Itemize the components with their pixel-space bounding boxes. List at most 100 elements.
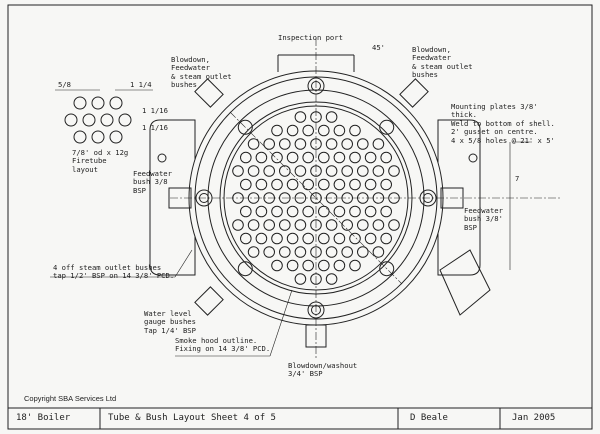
steam-outlet-stub xyxy=(439,249,491,316)
firetube xyxy=(318,151,330,164)
firetube xyxy=(341,165,354,177)
bush-top-left xyxy=(194,78,224,108)
steam-outlet-bush-hole xyxy=(237,261,253,277)
firetube-pitch-detail xyxy=(64,96,132,144)
firetube xyxy=(380,232,393,245)
copyright: Copyright SBA Services Ltd xyxy=(24,394,117,403)
sheet-border xyxy=(7,4,593,430)
firetube xyxy=(286,205,299,218)
firetube xyxy=(294,273,307,285)
firetube xyxy=(333,178,346,191)
firetube xyxy=(271,259,283,272)
title-date: Jan 2005 xyxy=(512,413,556,423)
firetube xyxy=(318,124,330,137)
firetube xyxy=(310,273,322,285)
label-mounting-plates: Mounting plates 3/8' thick. Weld to bott… xyxy=(451,102,555,145)
firetube xyxy=(302,151,315,164)
firetube xyxy=(364,232,377,245)
firetube xyxy=(325,273,338,285)
firetube xyxy=(333,205,346,218)
firetube xyxy=(372,165,385,177)
firetube xyxy=(325,111,338,123)
detail-tube xyxy=(73,130,87,144)
firetube xyxy=(240,151,252,164)
firetube xyxy=(349,232,361,245)
title-sheet: Tube & Bush Layout Sheet 4 of 5 xyxy=(108,413,276,423)
firetube xyxy=(388,165,400,177)
firetube xyxy=(302,232,315,245)
firetube xyxy=(318,178,330,191)
firetube xyxy=(286,259,299,272)
firetube xyxy=(349,205,361,218)
firetube xyxy=(247,246,260,258)
stud-hole xyxy=(307,77,325,95)
firetube xyxy=(333,151,346,164)
firetube xyxy=(247,165,260,177)
firetube xyxy=(333,232,346,245)
firetube xyxy=(372,192,385,204)
gauge-bush xyxy=(194,286,224,316)
firetube xyxy=(263,165,276,177)
firetube xyxy=(318,259,330,272)
firetube xyxy=(325,165,338,177)
firetube xyxy=(364,151,377,164)
firetube xyxy=(341,192,354,204)
firetube xyxy=(318,232,330,245)
firetube xyxy=(364,178,377,191)
label-pitch-1-1-16-a: 1 1/16 xyxy=(142,106,168,115)
firetube xyxy=(247,219,260,231)
label-feedwater-left: Feedwater bush 3/8 BSP xyxy=(133,169,172,195)
firetube xyxy=(333,124,346,137)
firetube xyxy=(294,192,307,204)
firetube xyxy=(294,111,307,123)
firetube xyxy=(310,111,322,123)
firetube-array xyxy=(232,111,400,285)
firetube xyxy=(294,138,307,150)
firetube xyxy=(302,178,315,191)
detail-tube xyxy=(73,96,87,110)
firetube xyxy=(286,124,299,137)
firetube xyxy=(279,219,291,231)
firetube xyxy=(255,151,268,164)
firetube xyxy=(372,138,385,150)
steam-outlet-bush-hole xyxy=(379,261,395,277)
firetube xyxy=(263,219,276,231)
firetube xyxy=(380,178,393,191)
firetube xyxy=(271,178,283,191)
firetube xyxy=(310,165,322,177)
label-pitch-1-1-4: 1 1/4 xyxy=(130,80,152,89)
firetube xyxy=(357,219,369,231)
firetube xyxy=(325,219,338,231)
mounting-plate-left xyxy=(149,119,196,276)
firetube xyxy=(294,246,307,258)
firetube xyxy=(255,232,268,245)
stud-hole-inner xyxy=(311,305,321,315)
detail-tube xyxy=(64,113,78,127)
stud-hole xyxy=(419,189,437,207)
detail-tube xyxy=(109,96,123,110)
firetube xyxy=(357,165,369,177)
firetube xyxy=(263,246,276,258)
stud-hole xyxy=(307,301,325,319)
firetube xyxy=(271,124,283,137)
firetube xyxy=(310,219,322,231)
stud-hole-inner xyxy=(311,81,321,91)
firetube xyxy=(310,246,322,258)
firetube xyxy=(302,124,315,137)
detail-tube xyxy=(82,113,96,127)
firetube xyxy=(325,138,338,150)
detail-tube xyxy=(91,96,105,110)
detail-tube xyxy=(118,113,132,127)
stud-hole xyxy=(195,189,213,207)
label-blowdown: Blowdown/washout 3/4' BSP xyxy=(288,361,358,379)
firetube xyxy=(349,124,361,137)
firetube xyxy=(372,219,385,231)
label-feedwater-right: Feedwater bush 3/8' BSP xyxy=(464,206,503,232)
firetube xyxy=(232,219,244,231)
firetube xyxy=(263,192,276,204)
firetube xyxy=(380,205,393,218)
firetube xyxy=(310,138,322,150)
detail-tube xyxy=(109,130,123,144)
label-steam-outlet: 4 off steam outlet bushes tap 1/2' BSP o… xyxy=(53,263,175,281)
